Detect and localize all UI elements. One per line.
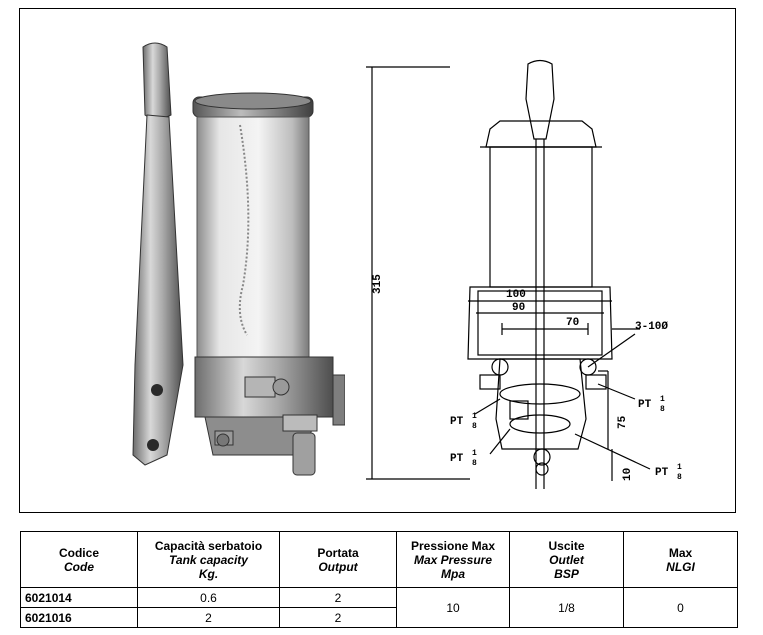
svg-text:PT: PT [655,467,669,479]
svg-text:PT: PT [450,416,464,428]
svg-text:PT: PT [638,399,652,411]
technical-drawing: 315 100 90 70 3-10Ø 75 10 PT 1 8 PT 1 8 … [366,59,682,489]
cell-nlgi: 0 [623,587,738,628]
cell-capacity: 2 [137,607,280,628]
svg-text:1: 1 [472,412,477,421]
cell-code: 6021014 [20,587,138,608]
pump-photo [132,42,345,476]
cell-outlet: 1/8 [509,587,624,628]
product-figure: 315 100 90 70 3-10Ø 75 10 PT 1 8 PT 1 8 … [19,8,736,513]
svg-text:PT: PT [450,453,464,465]
dim-overall-height: 315 [372,274,384,294]
dim-width-inner: 90 [512,302,525,314]
dim-bottom-height: 10 [622,468,634,481]
port-label-left-top: PT 1 8 [450,412,477,431]
dim-width-outer: 100 [506,289,526,301]
svg-text:1: 1 [677,463,682,472]
cell-code: 6021016 [20,607,138,628]
svg-text:8: 8 [472,459,477,468]
svg-text:8: 8 [660,405,665,414]
dim-holes: 3-10Ø [635,321,668,333]
table-row: 6021016 2 2 [20,607,738,628]
cell-pressure: 10 [396,587,510,628]
cell-output: 2 [279,587,397,608]
svg-text:8: 8 [677,473,682,482]
svg-text:1: 1 [660,395,665,404]
port-label-left-bottom: PT 1 8 [450,449,477,468]
cell-output: 2 [279,607,397,628]
svg-text:1: 1 [472,449,477,458]
port-label-right-top: PT 1 8 [638,395,665,414]
cell-capacity: 0.6 [137,587,280,608]
table-row: 6021014 0.6 2 10 1/8 0 [20,587,738,628]
svg-text:8: 8 [472,422,477,431]
port-label-right-bottom: PT 1 8 [655,463,682,482]
dim-lower-height: 75 [617,415,629,429]
dim-mount-spacing: 70 [566,317,579,329]
